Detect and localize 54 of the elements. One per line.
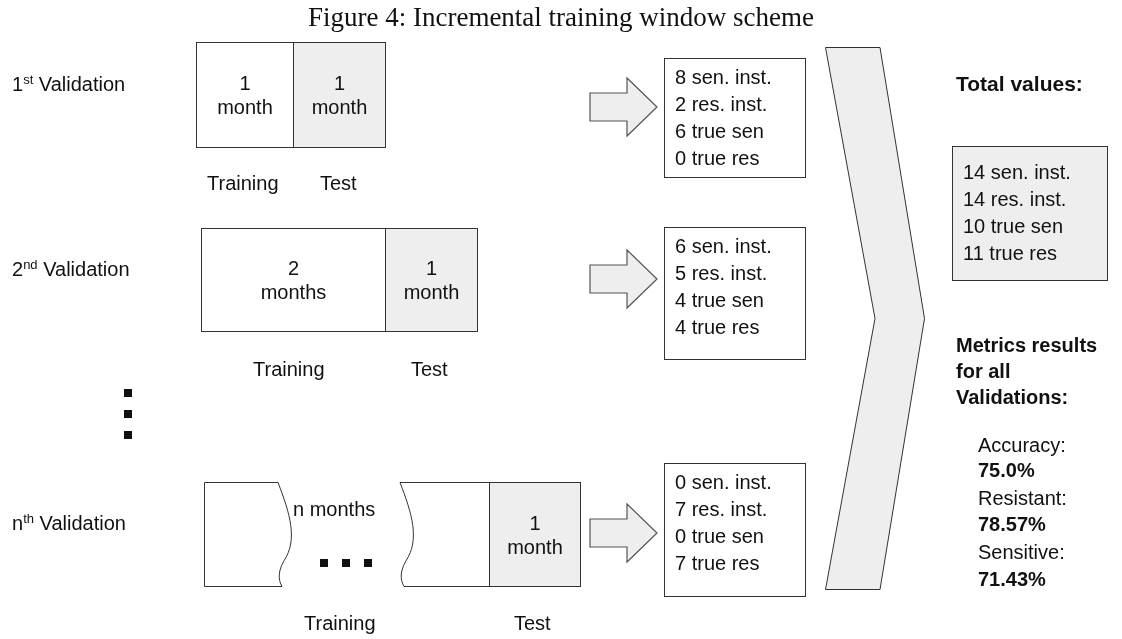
training-box	[196, 42, 294, 148]
figure-title: Figure 4: Incremental training window scheme	[307, 2, 815, 33]
label-text: Sensitive:	[978, 540, 1065, 565]
test-box	[489, 482, 581, 587]
period-text: 1 month	[310, 71, 369, 119]
result-text: 6 sen. inst.	[675, 234, 772, 259]
value-text: 14 sen. inst.	[963, 160, 1072, 185]
result-box	[664, 227, 806, 360]
label-text: 78.57%	[978, 512, 1046, 537]
period-text: 2 months	[259, 256, 328, 304]
period-text: 1 month	[402, 256, 461, 304]
cut-box	[204, 482, 292, 587]
training-box	[201, 228, 386, 332]
label-text: Test	[411, 357, 448, 382]
heading: Total values:	[956, 72, 1084, 96]
result-text: 8 sen. inst.	[675, 65, 772, 90]
label-text: 1$^{st}$ Validation	[12, 71, 126, 97]
value-text: 14 res. inst.	[963, 187, 1068, 212]
result-text: 0 true sen	[675, 524, 764, 549]
label-text: 2$^{nd}$ Validation	[12, 256, 130, 282]
label-text: Test	[514, 611, 551, 636]
result-text: 4 true sen	[675, 288, 764, 313]
label-text: Resistant:	[978, 486, 1067, 511]
result-text: 2 res. inst.	[675, 92, 768, 117]
block-arrow	[589, 76, 658, 138]
result-text: 6 true sen	[675, 119, 764, 144]
result-text: 7 true res	[675, 551, 760, 576]
result-box	[664, 463, 806, 597]
label-text: 71.43%	[978, 567, 1046, 592]
chevron-shape	[825, 47, 925, 590]
value-text: 10 true sen	[963, 214, 1065, 239]
test-box	[293, 42, 386, 148]
label-text: Training	[207, 171, 279, 196]
label-text: Test	[320, 171, 357, 196]
period-text: 1 month	[216, 71, 274, 119]
label-text: Training	[304, 611, 376, 636]
label-text: Accuracy:	[978, 433, 1066, 458]
label-text: n$^{th}$ Validation	[12, 510, 126, 536]
block-arrow	[589, 502, 658, 564]
label-text: Training	[253, 357, 325, 382]
label-text: n months	[293, 497, 376, 522]
value-text: 11 true res	[963, 241, 1059, 266]
result-text: 0 sen. inst.	[675, 470, 772, 495]
label-text: 75.0%	[978, 458, 1035, 483]
result-box	[664, 58, 806, 178]
result-text: 0 true res	[675, 146, 760, 171]
test-box	[385, 228, 478, 332]
result-text: 4 true res	[675, 315, 760, 340]
period-text: 1 month	[506, 510, 564, 559]
result-text: 5 res. inst.	[675, 261, 768, 286]
cut-box	[399, 482, 490, 587]
result-text: 7 res. inst.	[675, 497, 768, 522]
label-text: Metrics results for all Validations:	[956, 333, 1099, 410]
block-arrow	[589, 248, 658, 310]
